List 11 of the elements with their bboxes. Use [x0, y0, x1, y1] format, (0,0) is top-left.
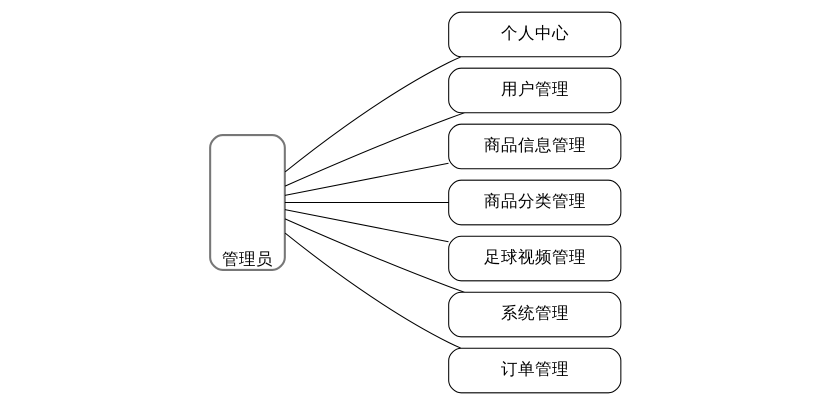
node-box: 足球视频管理 — [448, 236, 622, 282]
node-box: 商品分类管理 — [448, 180, 622, 226]
node-box: 系统管理 — [448, 292, 622, 338]
node-box: 个人中心 — [448, 12, 622, 58]
node-box: 用户管理 — [448, 68, 622, 114]
connector — [284, 202, 448, 204]
node-box: 商品信息管理 — [448, 124, 622, 170]
node-box: 管理员 — [209, 134, 286, 271]
connector — [284, 209, 449, 242]
node-box: 订单管理 — [448, 348, 622, 394]
connector — [284, 162, 449, 196]
